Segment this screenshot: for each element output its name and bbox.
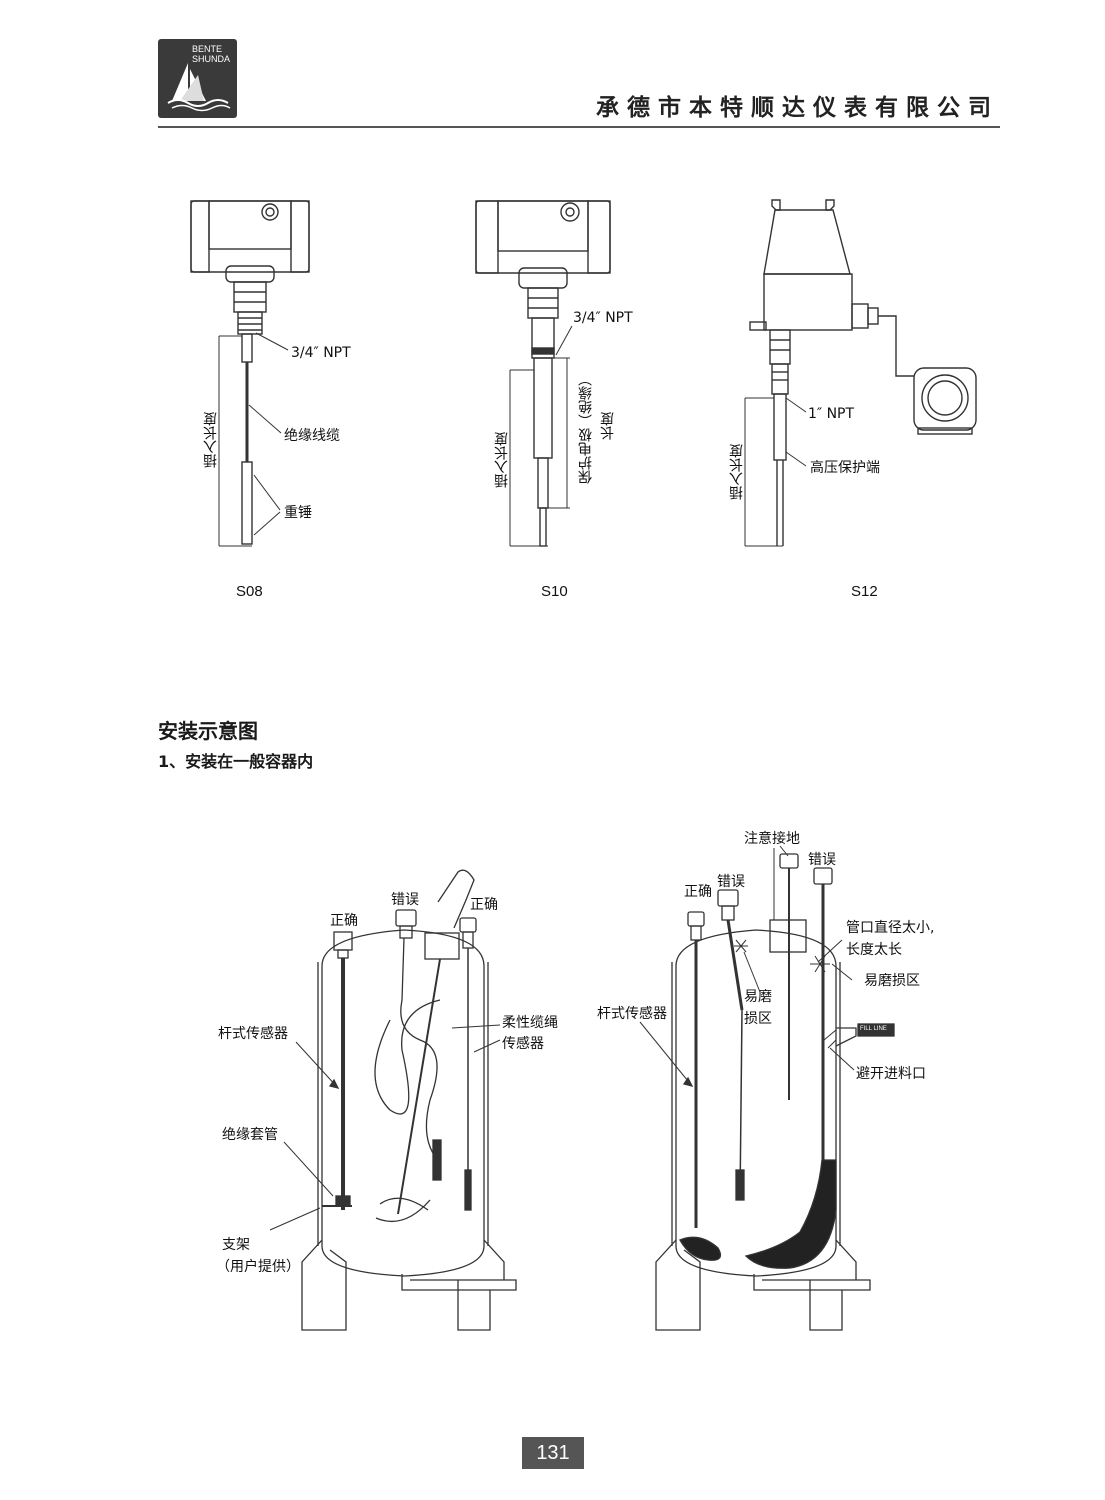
right-rod-sensor-label: 杆式传感器 (597, 1006, 667, 1022)
right-wear-label-2: 损区 (744, 1011, 772, 1027)
fill-line-tag: FILL LINE (860, 1026, 887, 1032)
s12-model-name: S12 (851, 583, 878, 600)
left-bracket-label: 支架 (222, 1237, 250, 1253)
s12-thread-label: 1″ NPT (808, 406, 855, 422)
left-flex-sensor-label-2: 传感器 (502, 1036, 544, 1052)
page-number: 131 (522, 1437, 584, 1469)
left-bracket-note: （用户提供） (216, 1259, 300, 1275)
left-correct-label-2: 正确 (470, 897, 498, 913)
s10-model-name: S10 (541, 583, 568, 600)
s08-cable-label: 绝缘线缆 (284, 428, 340, 444)
s08-model-name: S08 (236, 583, 263, 600)
s08-weight-label: 重锤 (284, 505, 312, 521)
header-divider (158, 126, 1000, 128)
right-wrong-top-label: 错误 (808, 852, 836, 868)
right-ground-label: 注意接地 (744, 831, 800, 847)
left-correct-label-1: 正确 (330, 913, 358, 929)
company-name: 承德市本特顺达仪表有限公司 (596, 95, 999, 121)
section-subtitle: 1、安装在一般容器内 (158, 752, 314, 771)
right-wrong-label: 错误 (717, 874, 745, 890)
right-wear-label: 易磨 (744, 989, 772, 1005)
section-title: 安装示意图 (158, 719, 258, 743)
right-pipe-label: 管口直径太小, (846, 920, 935, 936)
left-sleeve-label: 绝缘套管 (222, 1127, 278, 1143)
left-rod-sensor-label: 杆式传感器 (218, 1026, 288, 1042)
right-pipe-label-2: 长度太长 (846, 942, 902, 958)
right-wear-zone-label: 易磨损区 (864, 973, 920, 989)
sailboat-icon (167, 63, 231, 112)
left-wrong-label: 错误 (391, 892, 419, 908)
logo-text-line1: BENTE (192, 44, 223, 54)
s08-drawing (190, 200, 310, 547)
s10-drawing (475, 200, 611, 547)
left-tank-diagram (269, 869, 517, 1331)
s12-hv-end-label: 高压保护端 (810, 460, 880, 476)
logo-text-line2: SHUNDA (192, 54, 231, 64)
s12-drawing (744, 199, 977, 547)
right-tank-diagram (639, 845, 895, 1331)
s10-thread-label: 3/4″ NPT (573, 310, 633, 326)
left-flex-sensor-label: 柔性缆绳 (502, 1015, 558, 1031)
right-avoid-inlet-label: 避开进料口 (856, 1066, 926, 1082)
s08-thread-label: 3/4″ NPT (291, 345, 351, 361)
company-logo: BENTE SHUNDA (158, 39, 237, 118)
right-correct-label: 正确 (684, 884, 712, 900)
